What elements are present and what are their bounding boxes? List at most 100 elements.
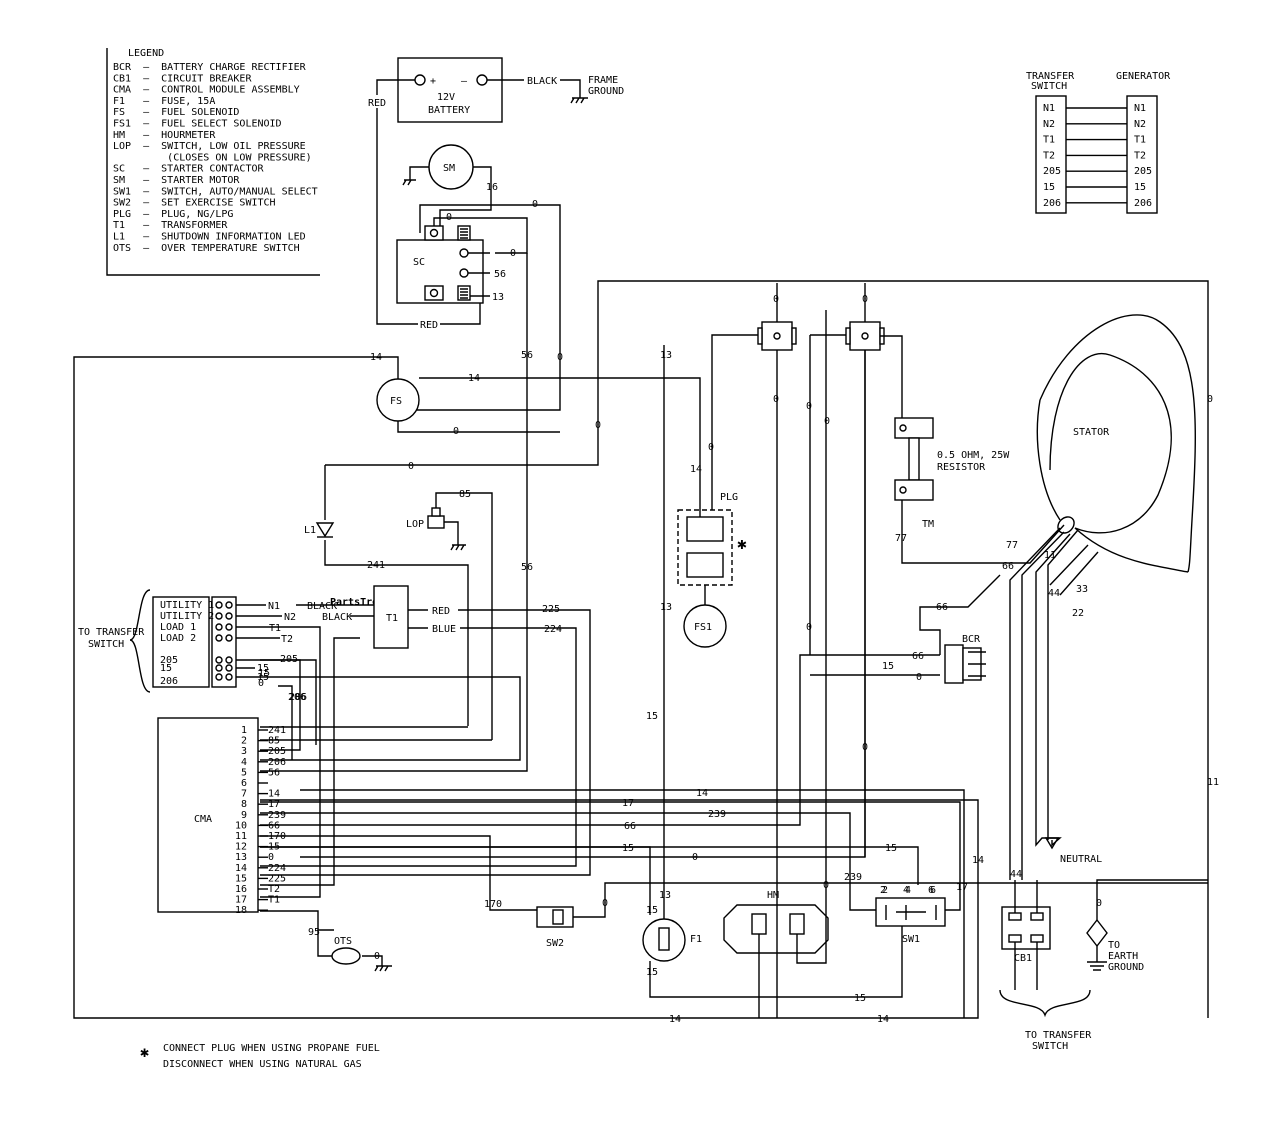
cma-pin-number: 1	[241, 725, 247, 736]
table-row-left: N2	[1043, 119, 1055, 130]
frame-ground-label-2: GROUND	[588, 86, 624, 97]
legend-entry: CB1 – CIRCUIT BREAKER	[113, 73, 252, 84]
wire-number-label: 0	[916, 672, 922, 683]
wire-number-label: 17	[956, 882, 968, 893]
wire-number-label: 0	[862, 294, 868, 305]
watermark-tm: TM	[922, 519, 934, 530]
terminal-screw	[215, 634, 223, 642]
terminal-screw	[215, 623, 223, 631]
to-transfer-switch-bottom-1: TO TRANSFER	[1025, 1030, 1092, 1041]
terminal-screw	[225, 634, 233, 642]
cma-pin-wire: 17	[268, 799, 280, 810]
legend-entry: HM – HOURMETER	[113, 130, 216, 141]
sc-label: SC	[413, 257, 425, 268]
wire-number-label: 2	[880, 885, 886, 896]
terminal-screw	[215, 656, 223, 664]
fuel-solenoid: FS	[73, 356, 979, 1019]
wire-number-label: RED	[420, 320, 438, 331]
wire-number-label: 15	[646, 967, 658, 978]
table-row-right: N2	[1134, 119, 1146, 130]
legend-entry: LOP – SWITCH, LOW OIL PRESSURE	[113, 141, 306, 152]
wire-number-label: 0	[1207, 394, 1213, 405]
wire-number-label: 0	[408, 461, 414, 472]
cma-pin-wire: 85	[268, 736, 280, 747]
wire-number-label: 0	[557, 352, 563, 363]
red-label-t1: RED	[432, 606, 450, 617]
wire-number-label: 95	[308, 927, 320, 938]
wire-number-label: 0	[773, 394, 779, 405]
legend-entry: OTS – OVER TEMPERATURE SWITCH	[113, 243, 300, 254]
to-transfer-switch-left-2: SWITCH	[88, 639, 124, 650]
terminal-label: UTILITY 1	[160, 600, 214, 611]
t1-label: T1	[386, 613, 398, 624]
battery-terminal-plus	[414, 74, 426, 86]
wire-number-label: 0	[595, 420, 601, 431]
earth-label-1: TO	[1108, 940, 1120, 951]
wire-number-label: 0	[806, 401, 812, 412]
sw1-label: SW1	[902, 934, 920, 945]
wire-number-label: 0	[823, 880, 829, 891]
hourmeter: HM	[723, 310, 829, 1018]
wire-number-label: 13	[660, 350, 672, 361]
wire-number-label: 15	[646, 711, 658, 722]
plg-label: PLG	[720, 492, 738, 503]
sw2-switch: SW2	[536, 882, 1208, 949]
table-row-left: 15	[1043, 182, 1055, 193]
cma-pin-number: 17	[235, 895, 247, 906]
wire-number-label: 66	[624, 821, 636, 832]
lop-switch: LOP	[406, 492, 493, 740]
cma-pin-wire: 206	[268, 757, 286, 768]
ots-switch: OTS	[317, 930, 361, 965]
terminal-screw	[225, 656, 233, 664]
cma-pin-number: 5	[241, 767, 247, 778]
wire-number-label: 56	[521, 350, 533, 361]
legend-entry: SW2 – SET EXERCISE SWITCH	[113, 198, 276, 209]
wire-number-label: 17	[622, 798, 634, 809]
table-row-left: T1	[1043, 135, 1055, 146]
wire-number-label: 0	[692, 852, 698, 863]
wire-n1: N1	[268, 601, 280, 612]
legend-entry: T1 – TRANSFORMER	[113, 220, 228, 231]
sw1-switch: SW1 2 4 6	[875, 885, 946, 945]
terminal-label: LOAD 2	[160, 633, 196, 644]
terminal-label: 206	[160, 676, 178, 687]
wire-number-label: 13	[492, 292, 504, 303]
battery-terminal-minus	[476, 74, 488, 86]
wire-number-label: 11	[1207, 777, 1219, 788]
legend-title: LEGEND	[128, 48, 164, 59]
wire-number-label: 0	[510, 248, 516, 259]
cma-pin-number: 13	[235, 852, 247, 863]
wire-15a: 15	[257, 663, 269, 674]
battery-label-1: 12V	[437, 92, 455, 103]
to-transfer-switch-bottom-2: SWITCH	[1032, 1041, 1068, 1052]
table-row-left: T2	[1043, 150, 1055, 161]
f1-label: F1	[690, 934, 702, 945]
legend-entry: CMA – CONTROL MODULE ASSEMBLY	[113, 85, 300, 96]
wire-number-label: 206	[289, 692, 307, 703]
wire-number-label: 15	[258, 668, 270, 679]
terminal-screw	[225, 664, 233, 672]
plg-asterisk: ✱	[737, 534, 747, 553]
wire-15b: 15	[257, 672, 269, 683]
watermark: PartsTree TM	[330, 519, 934, 608]
cma-pin-wire: T2	[268, 884, 280, 895]
t1-transformer: T1 RED BLUE	[260, 585, 591, 876]
terminal-screw	[225, 623, 233, 631]
wire-number-label: 66	[1002, 561, 1014, 572]
cma-pin-wire: 0	[268, 852, 274, 863]
sw1-pin-6: 6	[930, 885, 936, 896]
wire-number-label: 0	[532, 199, 538, 210]
wire-number-label: 14	[696, 788, 708, 799]
bcr: BCR	[944, 634, 986, 684]
legend-entry: FS1 – FUEL SELECT SOLENOID	[113, 119, 282, 130]
table-row-right: 206	[1134, 198, 1152, 209]
fs1-plg: PLG ✱ FS1	[677, 334, 760, 648]
red-wire-label-top: RED	[368, 98, 386, 109]
table-header-right: GENERATOR	[1116, 71, 1171, 82]
wire-number-label: 66	[936, 602, 948, 613]
wire-number-label: 77	[895, 533, 907, 544]
cma-pin-number: 15	[235, 873, 247, 884]
